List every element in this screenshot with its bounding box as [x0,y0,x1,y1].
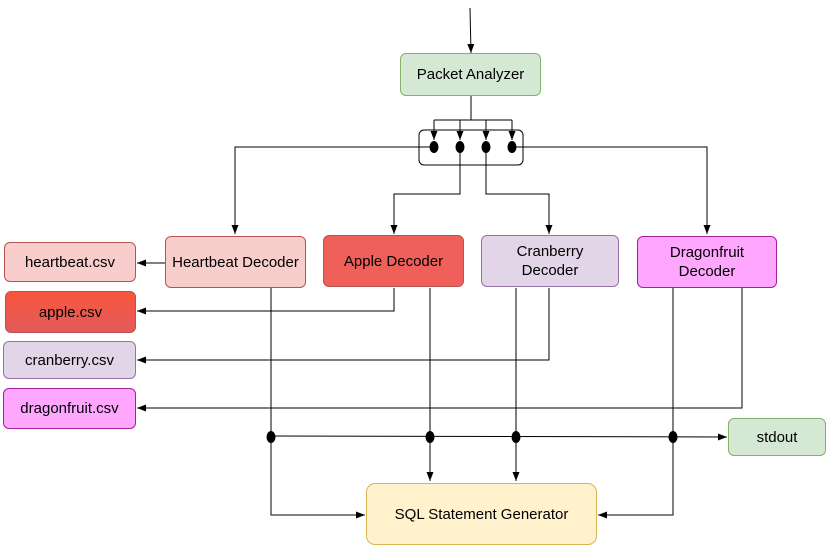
splitter-port-2 [455,141,465,153]
edge-splitter-to-cranberry [485,147,553,234]
cranberry-decoder-label: Cranberry Decoder [516,243,584,279]
edge-input-to-packet-analyzer [467,7,475,54]
junction-dragonfruit [668,431,678,443]
sql-generator-node: SQL Statement Generator [366,483,597,545]
dragonfruit-decoder-node: Dragonfruit Decoder [637,236,777,288]
apple-decoder-label: Apple Decoder [343,252,444,270]
dragonfruit-decoder-label: Dragonfruit Decoder [669,244,745,280]
edge-apple-to-csv [137,288,395,315]
packet-analyzer-node: Packet Analyzer [400,53,541,96]
apple-csv-node: apple.csv [5,291,136,333]
edge-dragonfruit-to-sql [598,288,674,519]
heartbeat-decoder-node: Heartbeat Decoder [165,236,306,288]
heartbeat-csv-label: heartbeat.csv [24,253,116,271]
splitter-port-4 [507,141,517,153]
edge-splitter-to-dragonfruit [512,146,711,234]
edge-splitter-to-apple [390,147,461,234]
apple-csv-label: apple.csv [38,303,103,321]
edge-cranberry-to-csv [137,288,550,364]
dragonfruit-csv-label: dragonfruit.csv [20,400,119,417]
packet-analyzer-label: Packet Analyzer [416,66,525,83]
edge-dragonfruit-to-csv [137,288,743,412]
edge-bus-to-stdout [270,433,728,441]
apple-decoder-node: Apple Decoder [323,235,464,287]
cranberry-decoder-node: Cranberry Decoder [481,235,619,287]
heartbeat-csv-node: heartbeat.csv [4,242,136,282]
junction-apple [425,431,435,443]
cranberry-csv-node: cranberry.csv [3,341,136,379]
edge-splitter-to-heartbeat [231,146,434,234]
stdout-label: stdout [756,428,798,446]
edge-heartbeat-to-sql [270,288,365,519]
sql-generator-label: SQL Statement Generator [394,505,569,523]
cranberry-csv-label: cranberry.csv [25,351,114,369]
splitter-port-3 [481,141,491,153]
junction-cranberry [511,431,521,443]
stdout-node: stdout [728,418,826,456]
junction-heartbeat [266,431,276,443]
splitter-port-1 [429,141,439,153]
heartbeat-decoder-label: Heartbeat Decoder [172,253,299,271]
dragonfruit-csv-node: dragonfruit.csv [3,388,136,429]
